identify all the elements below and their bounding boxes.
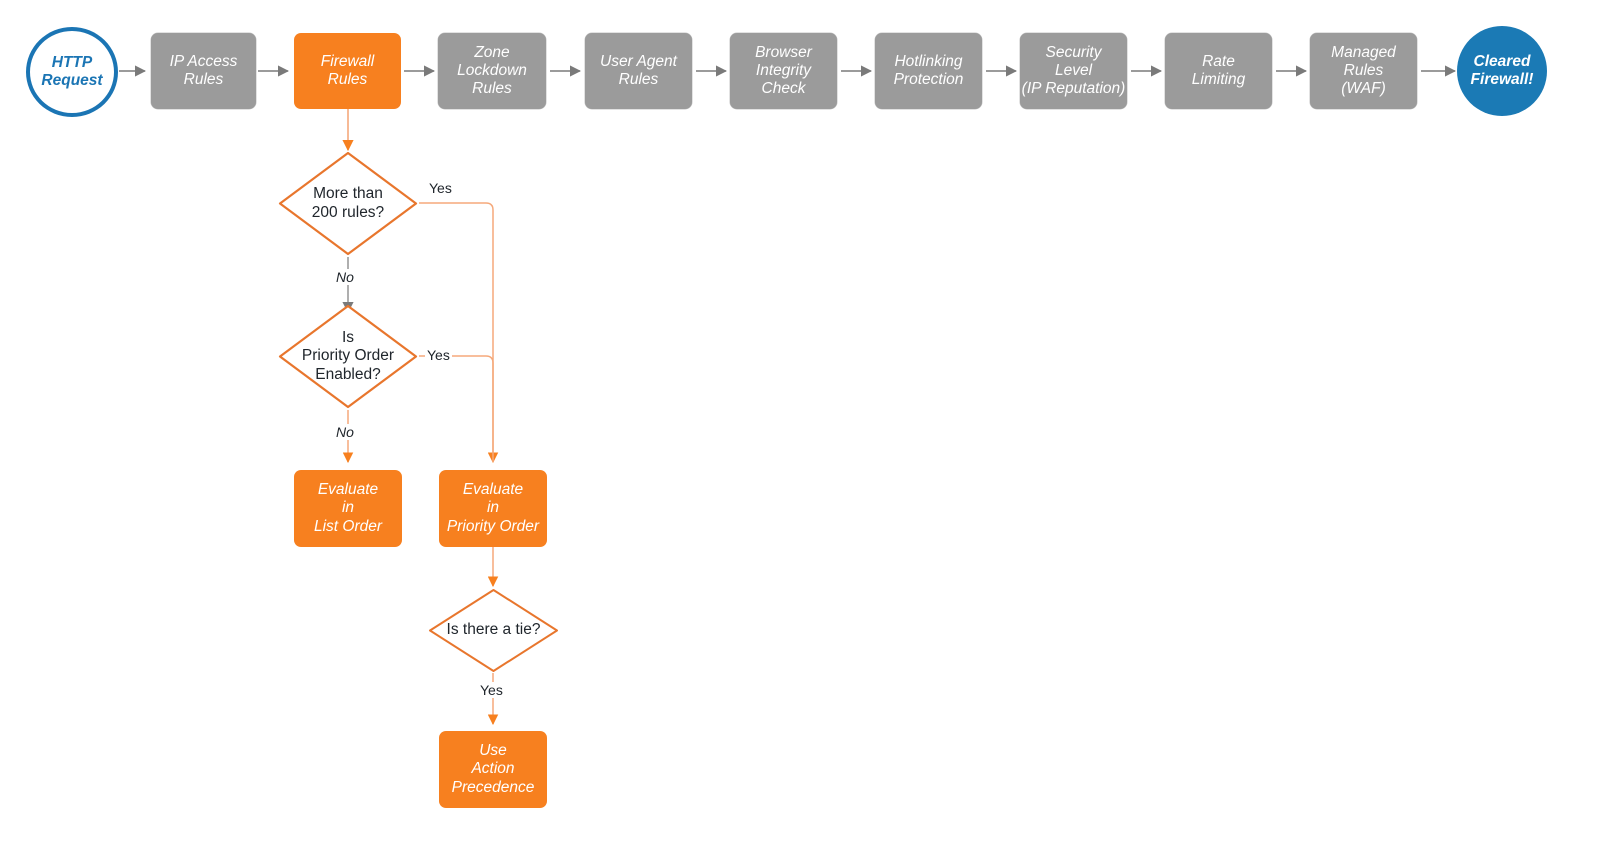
node-managed-rules-waf-label: Managed Rules (WAF) — [1331, 43, 1396, 98]
node-cleared-firewall-label: Cleared Firewall! — [1470, 52, 1534, 88]
node-hotlinking-protection[interactable]: Hotlinking Protection — [875, 33, 982, 109]
decision-diamond-shape — [278, 151, 418, 256]
node-http-request[interactable]: HTTP Request — [26, 27, 118, 117]
decision-diamond-shape — [429, 589, 558, 672]
node-firewall-rules-label: Firewall Rules — [320, 52, 375, 88]
node-cleared-firewall[interactable]: Cleared Firewall! — [1457, 26, 1547, 116]
edge-priority-enabled-yes-to-priority-order — [419, 355, 494, 462]
node-use-action-precedence[interactable]: Use Action Precedence — [439, 731, 547, 808]
node-http-request-label: HTTP Request — [41, 53, 103, 89]
decision-is-there-a-tie-label: Is there a tie? — [446, 621, 541, 639]
node-browser-integrity-check-label: Browser Integrity Check — [755, 43, 812, 98]
node-managed-rules-waf[interactable]: Managed Rules (WAF) — [1310, 33, 1417, 109]
node-zone-lockdown-rules[interactable]: Zone Lockdown Rules — [438, 33, 546, 109]
node-hotlinking-protection-label: Hotlinking Protection — [893, 52, 964, 88]
decision-is-there-a-tie[interactable]: Is there a tie? — [427, 587, 560, 674]
node-rate-limiting[interactable]: Rate Limiting — [1165, 33, 1272, 109]
edge-label-yes-priority-order: Yes — [425, 347, 452, 363]
edge-200-rules-yes-to-priority-order — [419, 202, 499, 464]
node-evaluate-in-list-order-label: Evaluate in List Order — [313, 481, 383, 535]
edge-label-no-200-rules: No — [334, 269, 356, 285]
decision-is-priority-order-enabled-label: Is Priority Order Enabled? — [301, 328, 395, 383]
node-evaluate-in-priority-order[interactable]: Evaluate in Priority Order — [439, 470, 547, 547]
node-security-level[interactable]: Security Level (IP Reputation) — [1020, 33, 1127, 109]
edge-label-yes-tie: Yes — [478, 682, 505, 698]
decision-more-than-200-rules[interactable]: More than 200 rules? — [277, 150, 419, 257]
node-use-action-precedence-label: Use Action Precedence — [451, 742, 535, 796]
node-user-agent-rules[interactable]: User Agent Rules — [585, 33, 692, 109]
node-rate-limiting-label: Rate Limiting — [1191, 52, 1246, 88]
node-zone-lockdown-rules-label: Zone Lockdown Rules — [457, 43, 527, 98]
node-ip-access-rules[interactable]: IP Access Rules — [151, 33, 256, 109]
edge-label-no-priority-order: No — [334, 424, 356, 440]
node-security-level-label: Security Level (IP Reputation) — [1021, 43, 1126, 98]
decision-is-priority-order-enabled[interactable]: Is Priority Order Enabled? — [277, 303, 419, 410]
node-firewall-rules[interactable]: Firewall Rules — [294, 33, 401, 109]
node-browser-integrity-check[interactable]: Browser Integrity Check — [730, 33, 837, 109]
node-evaluate-in-list-order[interactable]: Evaluate in List Order — [294, 470, 402, 547]
node-ip-access-rules-label: IP Access Rules — [169, 52, 238, 88]
edge-label-yes-200-rules: Yes — [427, 180, 454, 196]
decision-more-than-200-rules-label: More than 200 rules? — [311, 184, 385, 221]
node-evaluate-in-priority-order-label: Evaluate in Priority Order — [446, 481, 540, 535]
node-user-agent-rules-label: User Agent Rules — [600, 52, 677, 88]
decision-diamond-shape — [278, 304, 418, 409]
